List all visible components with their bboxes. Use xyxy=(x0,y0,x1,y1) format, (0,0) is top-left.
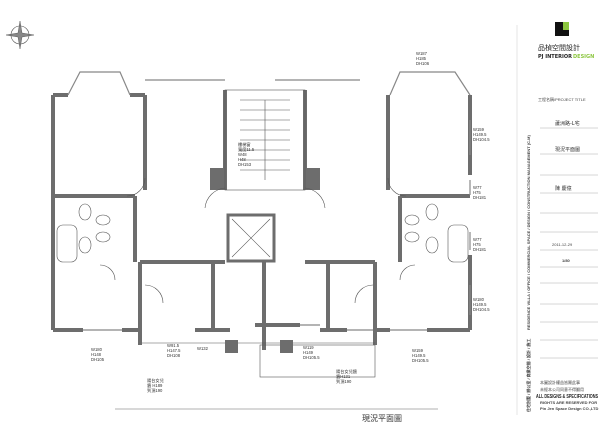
walls xyxy=(51,90,472,350)
windows xyxy=(67,71,471,331)
project-name: 蘆洲路-L宅 xyxy=(555,120,580,127)
vertical-services-text-cn: 住宅別墅 / 辦公室 / 商業空間 / 設計 / 施工 xyxy=(525,339,531,412)
window-label-bottom-mid: W132 xyxy=(197,346,209,351)
scale: 1/80 xyxy=(562,258,571,263)
project-title-label: 工程名稱/PROJECT TITLE xyxy=(538,96,586,102)
date: 2011-12-29 xyxy=(552,242,573,247)
drawing-name: 現況平面圖 xyxy=(555,146,580,153)
title-block: 住宅別墅 / 辦公室 / 商業空間 / 設計 / 施工 RESIDENCE VI… xyxy=(516,22,598,415)
notice-en-2: RIGHTS ARE RESERVED FOR xyxy=(540,400,597,405)
balcony xyxy=(142,340,376,378)
drawing-title: 現況平面圖 xyxy=(362,414,402,423)
notice-en-1: ALL DESIGNS & SPECIFICATIONS xyxy=(536,394,598,400)
notice-cn-2: 未經本公司同意不得翻用 xyxy=(540,386,584,392)
company-name-en: PJ INTERIOR xyxy=(538,54,572,60)
door-swings xyxy=(99,177,416,304)
bathroom-left xyxy=(56,203,111,263)
bathroom-right xyxy=(404,203,469,263)
notice-cn-1: 本圖設計權益皆屬此事 xyxy=(540,379,580,385)
company-name-cn: 品楨空間設計 xyxy=(538,43,580,52)
stair-core xyxy=(204,89,326,263)
client-name: 陳 慶億 xyxy=(555,185,572,192)
notice-en-3: Pin Jen Space Design CO.,LTD xyxy=(540,406,598,411)
vertical-services-text: RESIDENCE VILLA / OFFICE / COMMERCIAL SP… xyxy=(526,135,531,330)
compass-icon xyxy=(5,20,35,50)
svg-text:DESIGN: DESIGN xyxy=(573,54,594,60)
